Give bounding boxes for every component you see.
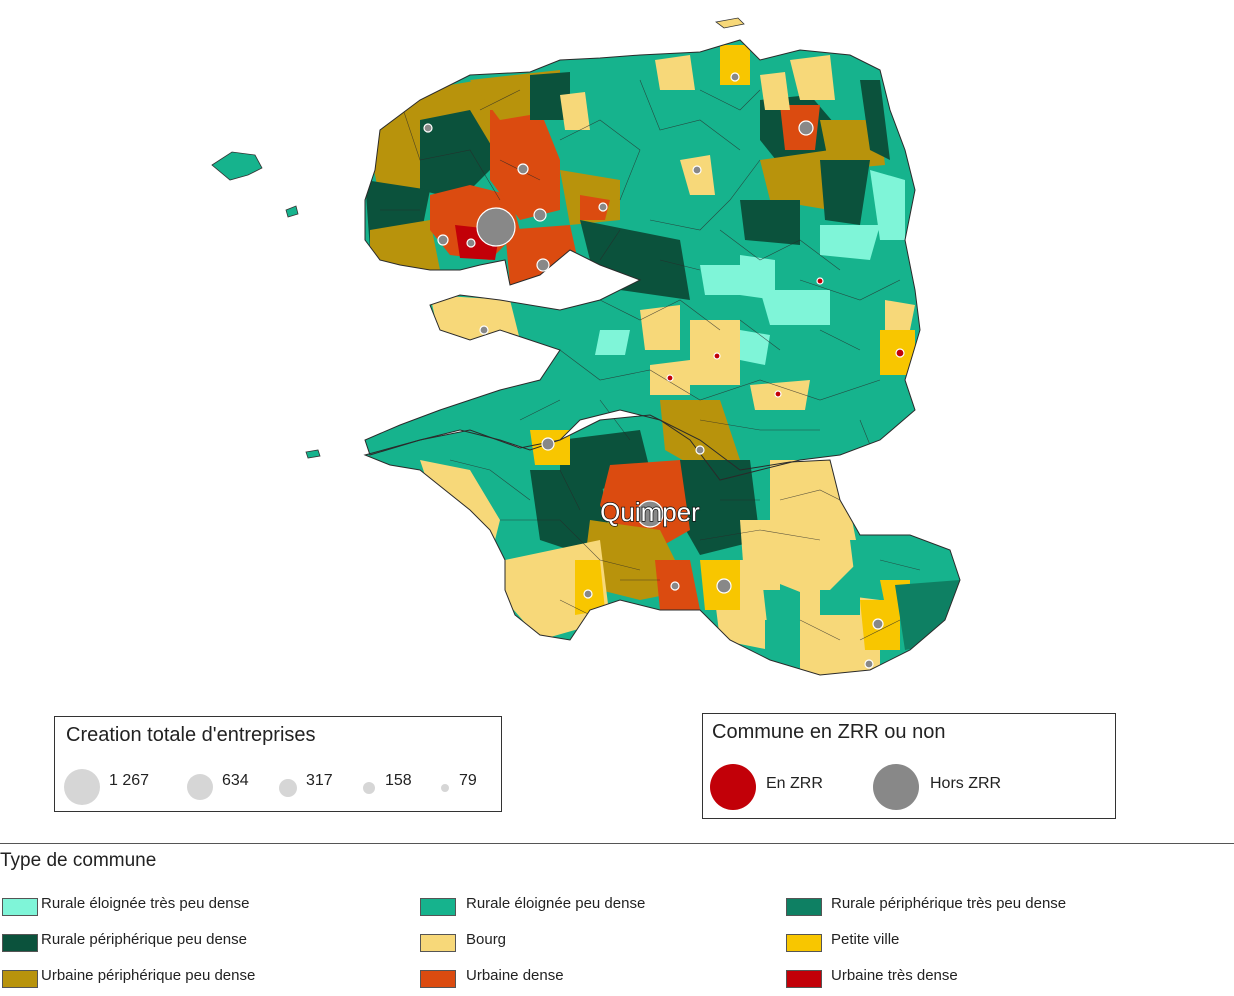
label-urbaine-tres-dense: Urbaine très dense (831, 967, 958, 984)
label-rurale-eloignee-peu-dense: Rurale éloignée peu dense (466, 895, 646, 912)
size-label-1267: 1 267 (109, 772, 150, 789)
swatch-bourg (420, 934, 456, 952)
city-label-quimper: Quimper (600, 497, 700, 527)
swatch-rurale-peripherique-peu-dense (2, 934, 38, 952)
size-symbol-79 (441, 784, 449, 792)
zrr-label-en-zrr: En ZRR (766, 775, 823, 792)
size-symbol-317 (279, 779, 297, 797)
island-batz (715, 17, 745, 29)
creation-symbols (423, 72, 905, 669)
size-symbol-158 (363, 782, 375, 794)
label-urbaine-dense: Urbaine dense (466, 967, 564, 984)
swatch-urbaine-dense (420, 970, 456, 988)
swatch-rurale-peripherique-tres-peu-dense (786, 898, 822, 916)
label-rurale-eloignee-tres-peu-dense: Rurale éloignée très peu dense (41, 895, 250, 912)
label-rurale-peripherique-tres-peu-dense: Rurale périphérique très peu dense (831, 895, 1067, 912)
swatch-urbaine-peripherique-peu-dense (2, 970, 38, 988)
finistere-map: Quimper (211, 17, 961, 676)
size-legend: Creation totale d'entreprises 1 267 634 … (54, 716, 502, 812)
size-label-158: 158 (385, 772, 412, 789)
swatch-rurale-eloignee-peu-dense (420, 898, 456, 916)
island-ouessant (211, 151, 263, 181)
zrr-legend: Commune en ZRR ou non En ZRR Hors ZRR (702, 713, 1116, 819)
size-legend-title: Creation totale d'entreprises (66, 724, 316, 746)
size-symbol-1267 (64, 769, 100, 805)
legend-separator (0, 843, 1234, 844)
swatch-urbaine-tres-dense (786, 970, 822, 988)
swatch-petite-ville (786, 934, 822, 952)
label-bourg: Bourg (466, 931, 507, 948)
size-label-317: 317 (306, 772, 333, 789)
island-molene (285, 205, 299, 218)
label-urbaine-peripherique-peu-dense: Urbaine périphérique peu dense (41, 967, 256, 984)
zrr-label-hors-zrr: Hors ZRR (930, 775, 1002, 792)
zrr-legend-title: Commune en ZRR ou non (712, 721, 946, 743)
zrr-symbol-hors-zrr (873, 764, 919, 810)
island-sein (305, 449, 321, 459)
size-label-634: 634 (222, 772, 249, 789)
label-rurale-peripherique-peu-dense: Rurale périphérique peu dense (41, 931, 247, 948)
size-label-79: 79 (459, 772, 477, 789)
type-legend-title: Type de commune (0, 850, 157, 871)
size-symbol-634 (187, 774, 213, 800)
swatch-rurale-eloignee-tres-peu-dense (2, 898, 38, 916)
label-petite-ville: Petite ville (831, 931, 900, 948)
zrr-symbol-en-zrr (710, 764, 756, 810)
